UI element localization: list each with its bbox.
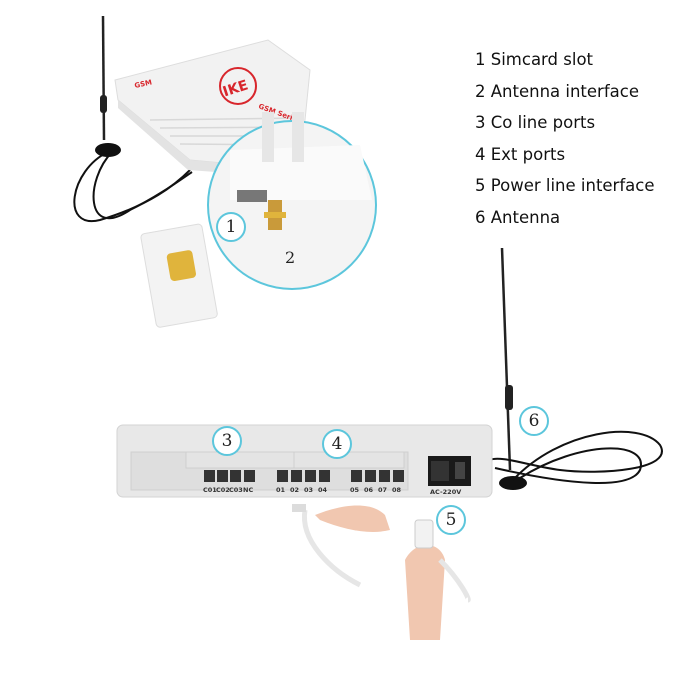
brand-logo: IKE (221, 77, 250, 100)
hand-with-power-plug (405, 519, 471, 640)
sim-chip (166, 250, 196, 282)
legend: 1 Simcard slot 2 Antenna interface 3 Co … (475, 48, 655, 237)
port-label: 04 (318, 486, 328, 494)
port-label: C01 (203, 486, 217, 494)
port-c03 (230, 470, 241, 482)
antenna-large (489, 247, 663, 490)
legend-item-simcard-slot: 1 Simcard slot (475, 50, 594, 69)
legend-item-antenna-interface: 2 Antenna interface (475, 81, 639, 101)
callout-6: 6 (519, 406, 549, 436)
port-02 (291, 470, 302, 482)
port-label: NC (243, 486, 254, 494)
antenna-small (73, 15, 193, 223)
power-label: AC-220V (430, 488, 462, 496)
legend-item-ext-ports: 4 Ext ports (475, 144, 566, 164)
simcard-slot (237, 190, 267, 202)
port-08 (393, 470, 404, 482)
legend-item-antenna: 6 Antenna (475, 207, 561, 227)
callout-5: 5 (436, 505, 466, 535)
sim-card (140, 223, 218, 328)
port-label: 07 (378, 486, 388, 494)
port-05 (351, 470, 362, 482)
device-front-view (116, 424, 493, 498)
port-label: 01 (276, 486, 286, 494)
port-label: C03 (229, 486, 243, 494)
port-label: 03 (304, 486, 314, 494)
hand-with-phone-cable (292, 504, 390, 588)
svg-text:GSM: GSM (134, 78, 153, 90)
callout-1: 1 (216, 212, 246, 242)
callout-4: 4 (322, 429, 352, 459)
port-01 (277, 470, 288, 482)
port-nc (244, 470, 255, 482)
port-07 (379, 470, 390, 482)
port-03 (305, 470, 316, 482)
port-label: 08 (392, 486, 402, 494)
port-label: 02 (290, 486, 300, 494)
magnifier-detail (207, 112, 377, 290)
callout-2: 2 (285, 248, 296, 267)
port-c02 (217, 470, 228, 482)
legend-item-power-line-interface: 5 Power line interface (475, 176, 655, 195)
port-label: C02 (216, 486, 230, 494)
callout-3: 3 (212, 426, 242, 456)
power-switch (455, 462, 465, 479)
port-c01 (204, 470, 215, 482)
legend-item-co-line-ports: 3 Co line ports (475, 113, 596, 132)
port-04 (319, 470, 330, 482)
port-label: 06 (364, 486, 374, 494)
port-label: 05 (350, 486, 360, 494)
port-06 (365, 470, 376, 482)
